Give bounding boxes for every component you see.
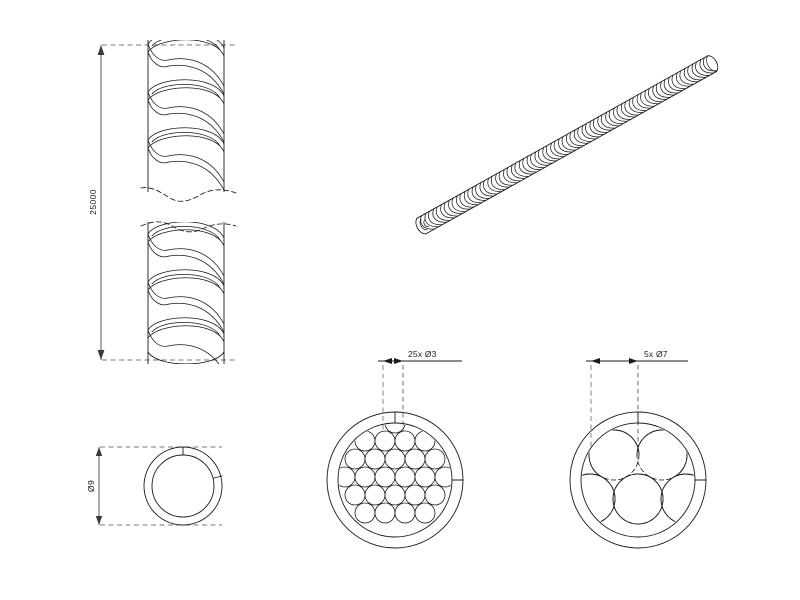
dimension-label-outer-diameter: Ø9 [86, 480, 96, 492]
end-section-tube [143, 446, 223, 526]
view-end-section: Ø9 [86, 446, 223, 526]
dimension-label-length: 25000 [88, 189, 98, 215]
section25-dimension-line [378, 358, 462, 364]
view-section-5-strand: 5x Ø7 [569, 349, 707, 549]
view-broken-elevation: 25000 [88, 40, 237, 364]
section25-strand-bundle [339, 424, 451, 524]
view-isometric-rod [415, 55, 719, 235]
elevation-upper-segment [147, 40, 225, 192]
elevation-break-lines [140, 187, 237, 233]
elevation-dimension-line [97, 45, 105, 360]
section25-sheath [326, 411, 464, 549]
elevation-lower-segment [147, 222, 225, 364]
elevation-extension-lines [102, 44, 236, 361]
section5-extension-lines [590, 365, 639, 452]
dimension-label-strand-5: 5x Ø7 [644, 349, 668, 359]
end-section-extension-lines [100, 446, 222, 526]
dimension-label-strand-25: 25x Ø3 [408, 349, 437, 359]
end-section-dimension-line [95, 447, 103, 525]
section5-strand-bundle [582, 429, 694, 525]
section5-sheath [569, 411, 707, 549]
section5-dimension-line [586, 358, 688, 364]
view-section-25-strand: 25x Ø3 [326, 349, 464, 549]
